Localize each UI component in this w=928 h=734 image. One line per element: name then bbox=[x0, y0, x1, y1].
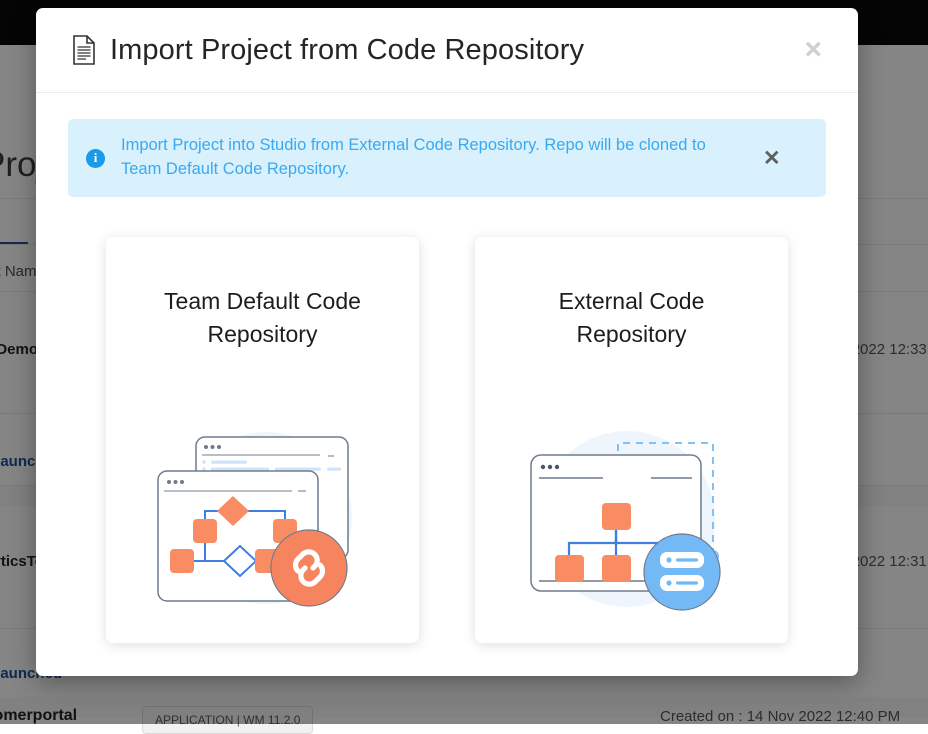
info-icon: i bbox=[86, 149, 105, 168]
modal-title: Import Project from Code Repository bbox=[110, 34, 794, 67]
option-card-title: Team Default Code Repository bbox=[148, 285, 378, 352]
modal-header: Import Project from Code Repository × bbox=[36, 8, 858, 93]
document-icon bbox=[72, 35, 96, 65]
info-banner-text: Import Project into Studio from External… bbox=[121, 134, 761, 182]
flow-diagram-illustration-icon bbox=[148, 415, 378, 625]
banner-close-icon[interactable]: ✕ bbox=[761, 144, 783, 173]
repository-option-list: Team Default Code Repository bbox=[68, 237, 826, 643]
option-card-team-default-code-repository[interactable]: Team Default Code Repository bbox=[106, 237, 419, 643]
modal-close-icon[interactable]: × bbox=[794, 31, 832, 69]
option-card-title: External Code Repository bbox=[517, 285, 747, 352]
option-card-external-code-repository[interactable]: External Code Repository bbox=[475, 237, 788, 643]
modal-body: i Import Project into Studio from Extern… bbox=[36, 93, 858, 676]
tree-diagram-illustration-icon bbox=[517, 415, 747, 625]
import-project-modal: Import Project from Code Repository × i … bbox=[36, 8, 858, 676]
info-banner: i Import Project into Studio from Extern… bbox=[68, 119, 826, 197]
